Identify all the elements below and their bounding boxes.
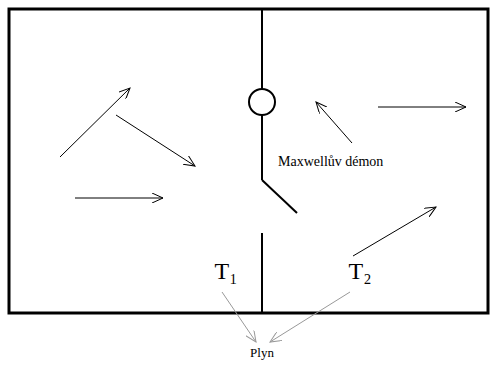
temperature-label: T₁ — [214, 258, 237, 284]
demon-pivot — [249, 89, 275, 115]
container-wall — [9, 9, 488, 313]
temperature-label: T₂ — [348, 258, 371, 284]
door-flap — [262, 180, 297, 213]
molecule-velocities — [60, 88, 466, 256]
leader-lines — [222, 292, 350, 342]
partition — [261, 9, 263, 89]
partition — [261, 115, 263, 180]
demon-label: Maxwellův démon — [278, 154, 383, 169]
gas-label: Plyn — [250, 346, 274, 360]
partition — [261, 233, 263, 313]
